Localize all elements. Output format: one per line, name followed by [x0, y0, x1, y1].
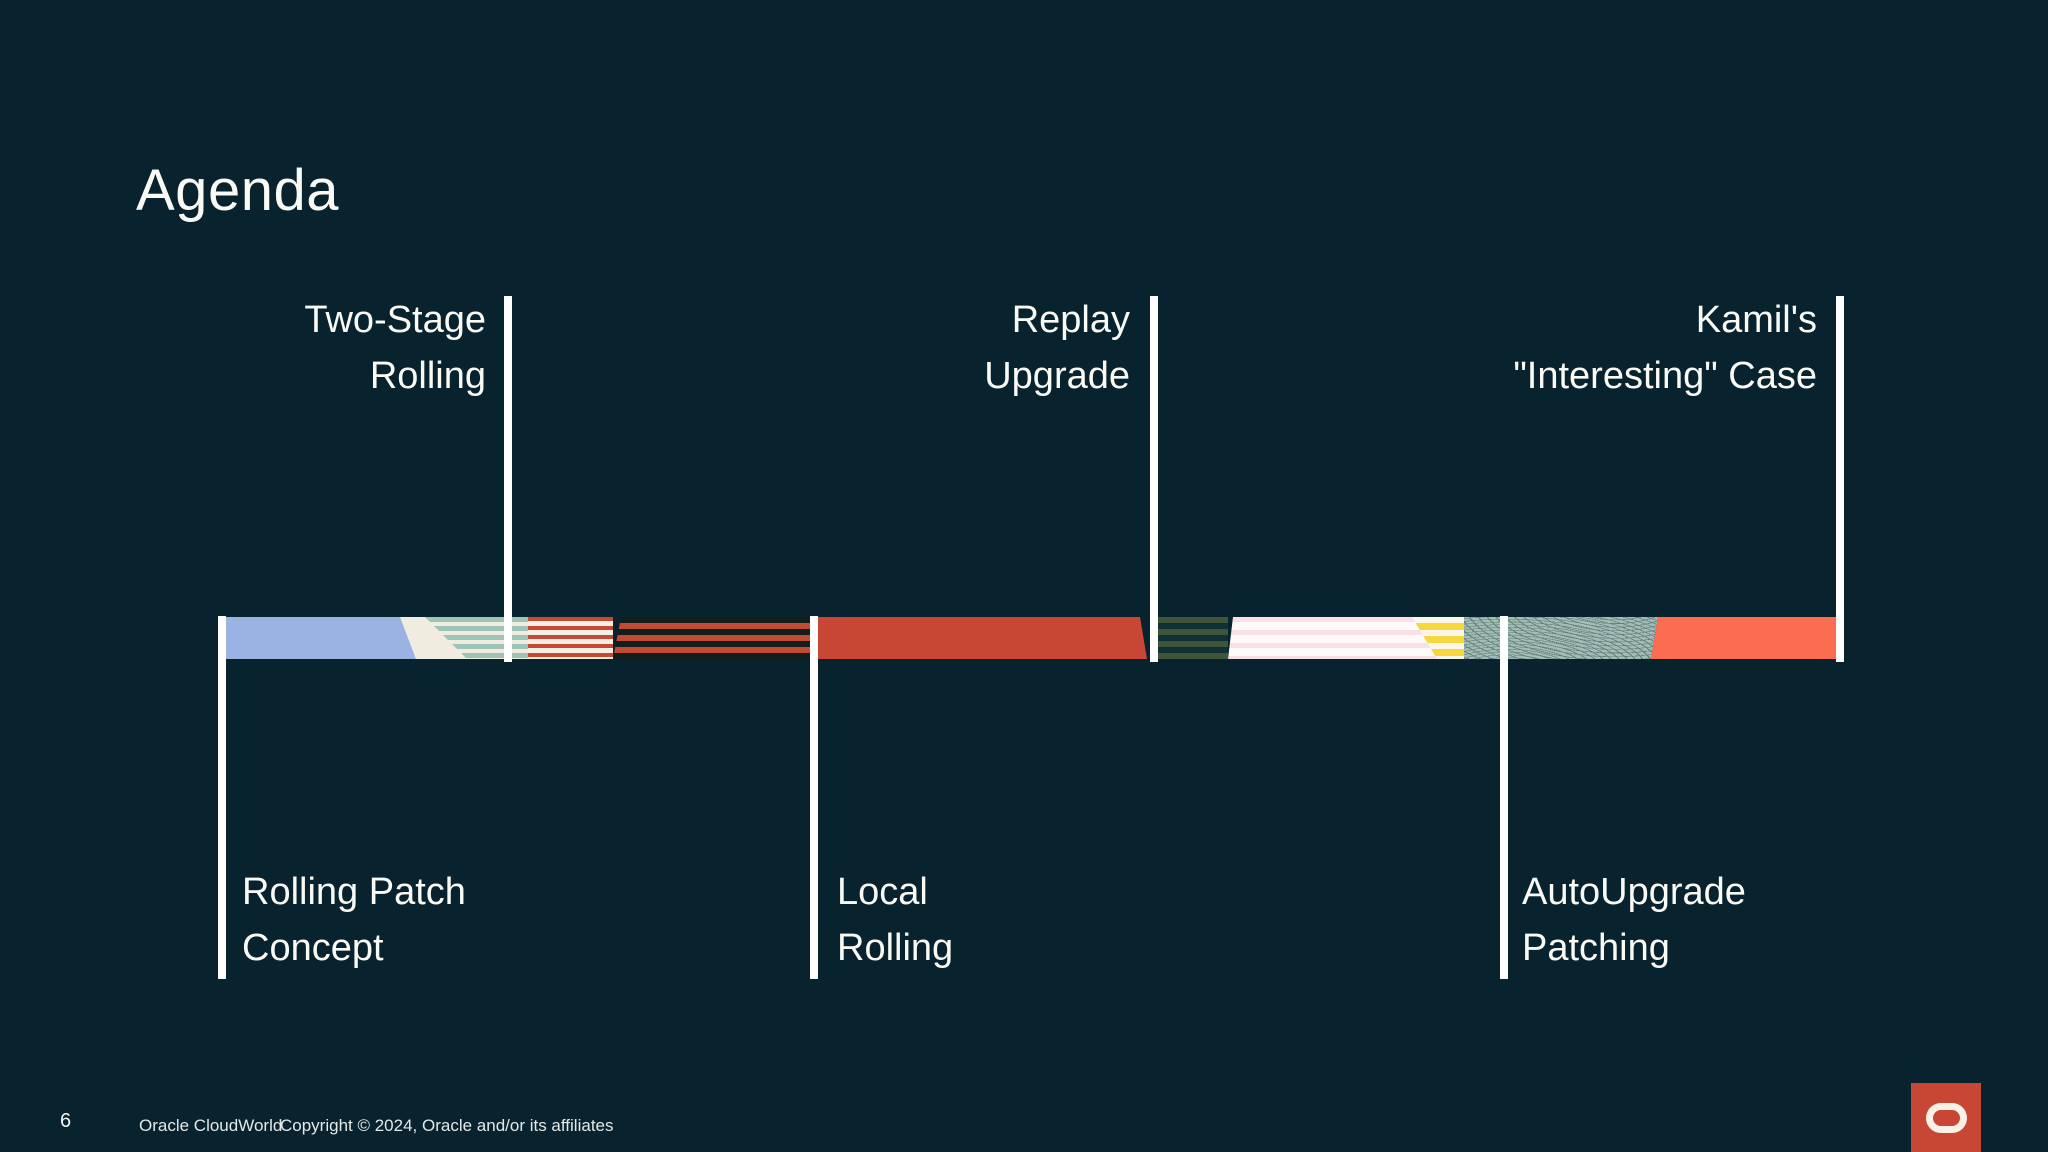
label-line: Concept — [242, 927, 384, 969]
footer-copyright: Copyright © 2024, Oracle and/or its affi… — [280, 1116, 614, 1135]
page-title: Agenda — [136, 157, 339, 223]
bar-segment-red-on-cream-stripes — [528, 617, 613, 659]
timeline-label-two-stage-rolling: Two-Stage Rolling — [304, 292, 486, 404]
timeline-tick-bottom-3 — [1500, 616, 1508, 979]
oracle-o-icon — [1925, 1103, 1967, 1133]
label-line: Kamil's — [1695, 299, 1817, 341]
bar-segment-solid-coral — [1651, 617, 1837, 659]
timeline-label-rolling-patch-concept: Rolling Patch Concept — [242, 864, 466, 976]
bar-segment-solid-blue — [224, 617, 417, 659]
footer-brand: Oracle CloudWorld — [139, 1116, 283, 1135]
timeline-label-autoupgrade-patching: AutoUpgrade Patching — [1522, 864, 1746, 976]
timeline-tick-top-1 — [504, 296, 512, 662]
timeline-bar — [224, 617, 1837, 659]
timeline-label-local-rolling: Local Rolling — [837, 864, 953, 976]
bar-segment-green-stripes — [1157, 617, 1228, 659]
label-line: Local — [837, 871, 928, 913]
label-line: "Interesting" Case — [1513, 355, 1817, 397]
bar-segment-topographic-sage — [1464, 617, 1658, 659]
label-line: Rolling — [369, 355, 486, 397]
timeline-tick-bottom-1 — [218, 616, 226, 979]
label-line: Patching — [1522, 927, 1670, 969]
label-line: Upgrade — [984, 355, 1130, 397]
bar-segment-black-on-red-stripes — [613, 617, 813, 659]
label-line: Rolling Patch — [242, 871, 466, 913]
timeline-tick-bottom-2 — [810, 616, 818, 979]
page-number: 6 — [60, 1110, 72, 1132]
label-line: AutoUpgrade — [1522, 871, 1746, 913]
timeline-tick-top-3 — [1836, 296, 1844, 662]
label-line: Rolling — [837, 927, 954, 969]
label-line: Replay — [1011, 299, 1130, 341]
label-line: Two-Stage — [304, 299, 486, 341]
timeline-label-kamils-interesting-case: Kamil's "Interesting" Case — [1513, 292, 1817, 404]
bar-segment-solid-red — [813, 617, 1147, 659]
timeline-label-replay-upgrade: Replay Upgrade — [984, 292, 1130, 404]
timeline-tick-top-2 — [1150, 296, 1158, 662]
bar-segment-pink-stripes — [1228, 617, 1438, 659]
oracle-logo — [1911, 1083, 1981, 1152]
